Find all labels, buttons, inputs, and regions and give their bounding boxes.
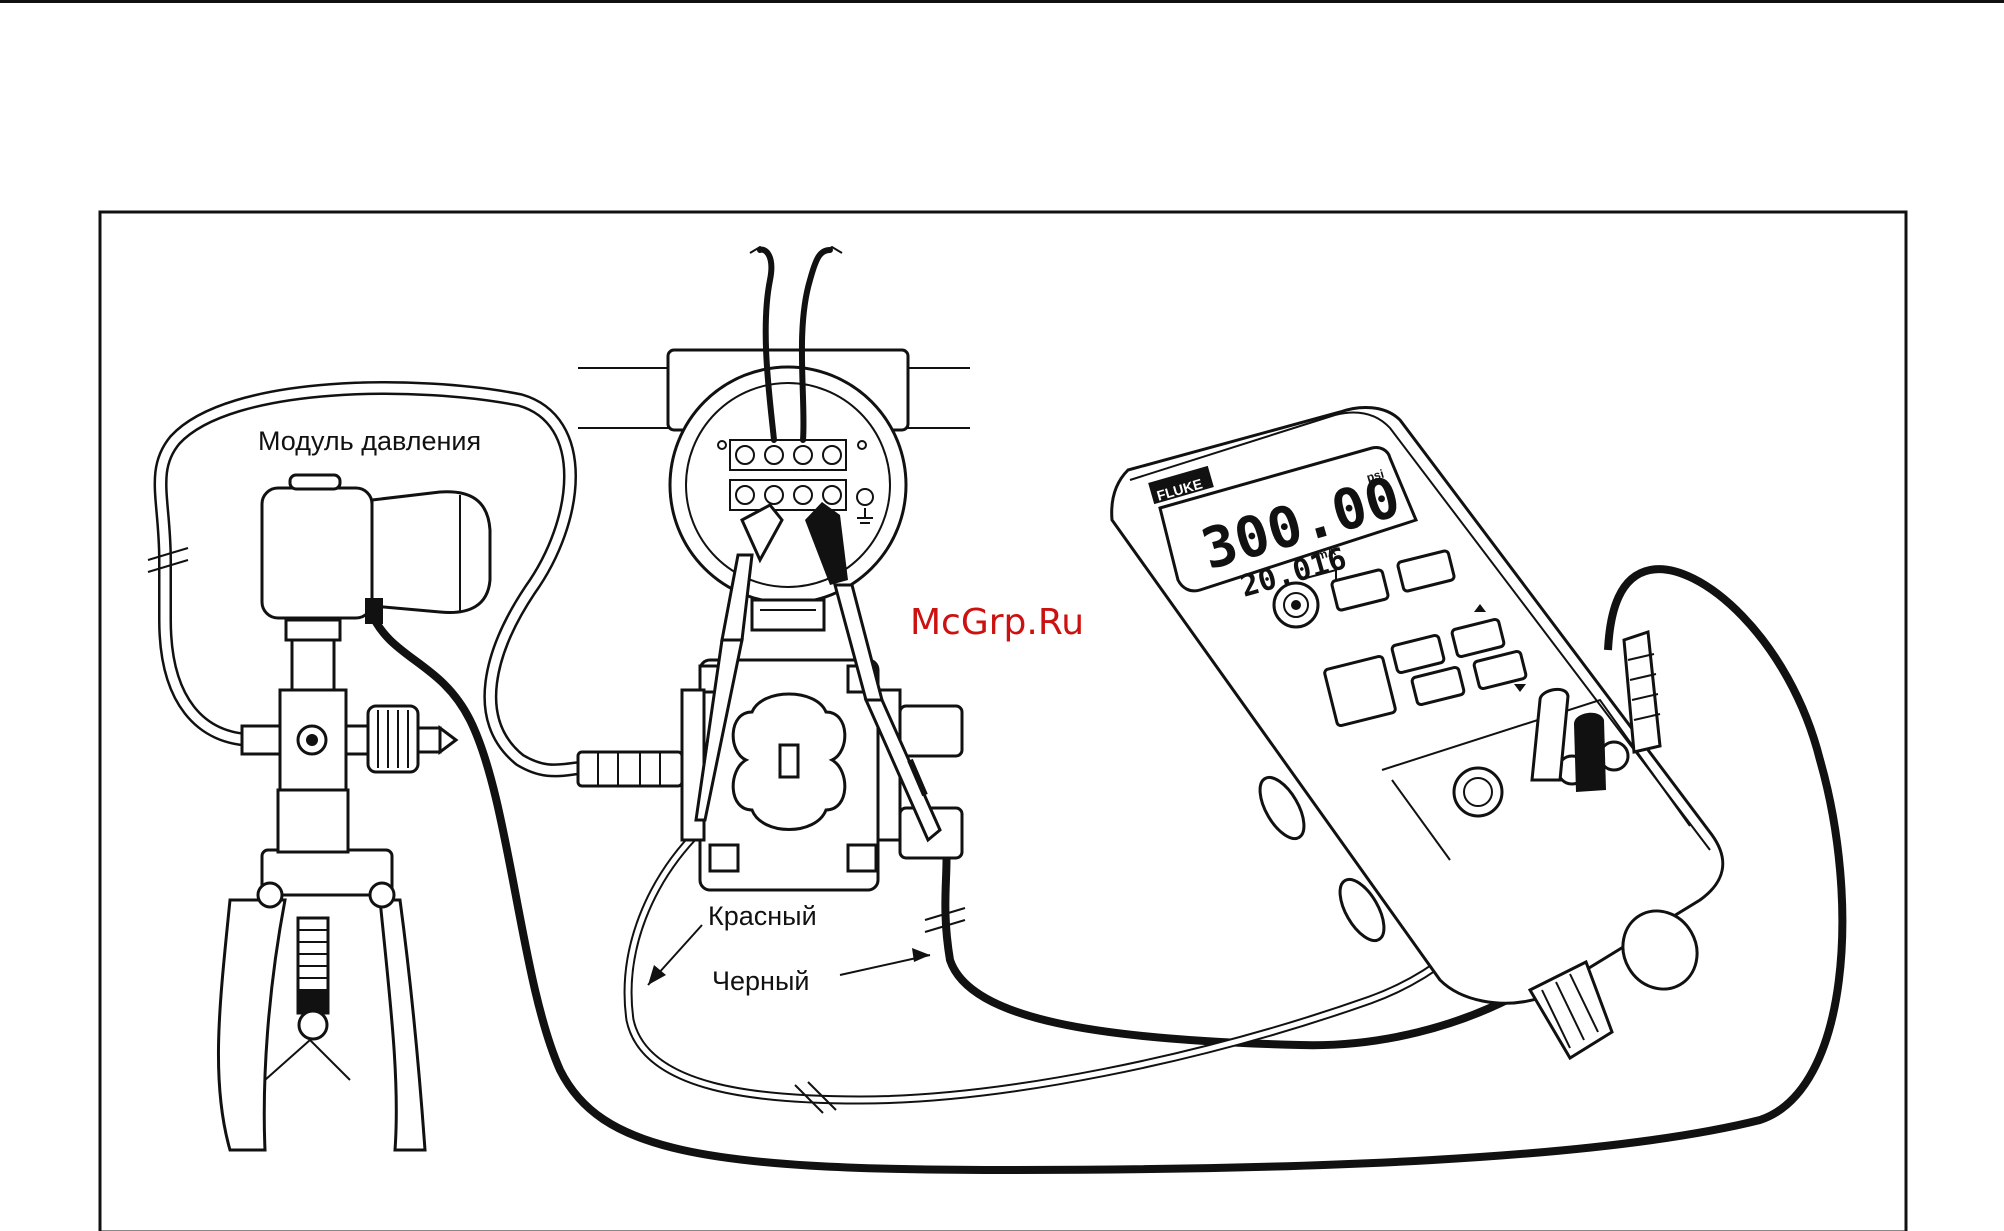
hand-pump [218, 620, 456, 1150]
watermark: McGrp.Ru [910, 602, 1084, 643]
pressure-module-label: Модуль давления [258, 426, 481, 456]
pump-adjust-knob [368, 706, 418, 772]
pump-cylinder [278, 790, 348, 852]
black-lead-label: Черный [712, 966, 809, 996]
pressure-port [1454, 768, 1502, 816]
pump-spring [298, 918, 328, 1039]
red-lead-label: Красный [708, 901, 817, 931]
pump-right-leg [380, 900, 425, 1150]
pump-left-leg [218, 900, 285, 1150]
pressure-module [262, 475, 490, 624]
transmitter-inlet-fitting [578, 752, 682, 786]
calibrator: FLUKE 300.00 psi 20.016 mA [1112, 407, 1723, 1058]
black-plug [1574, 713, 1606, 792]
transmitter-housing [670, 367, 906, 603]
pressure-module-body [262, 488, 372, 618]
key-large[interactable] [1324, 656, 1396, 727]
